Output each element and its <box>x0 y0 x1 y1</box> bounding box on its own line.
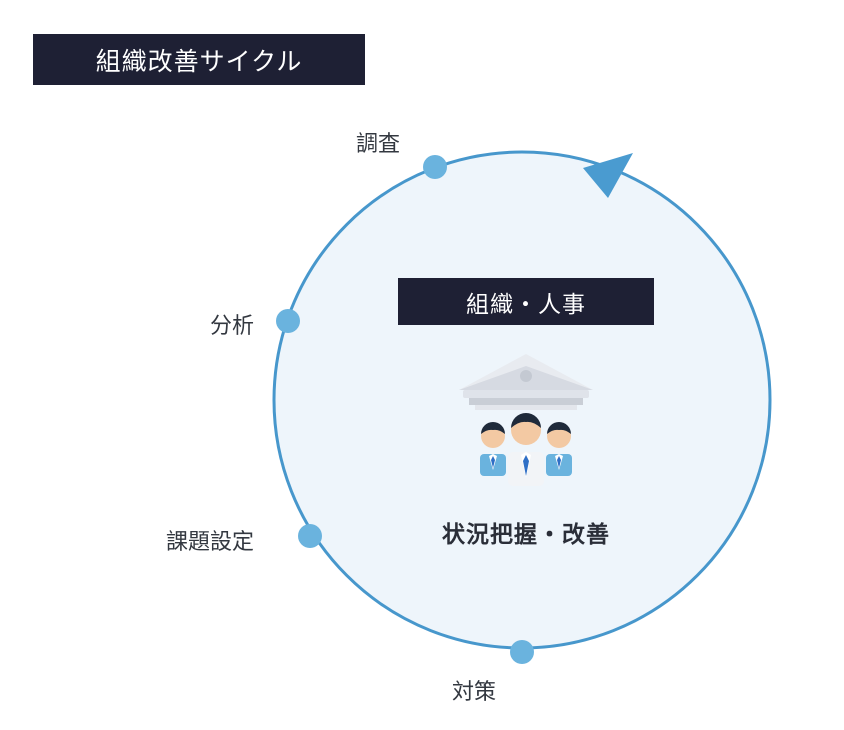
organization-icon <box>459 354 593 486</box>
step-label-survey: 調査 <box>356 132 401 157</box>
direction-arrow-icon <box>583 153 633 198</box>
team-people-icon <box>480 413 572 486</box>
node-survey <box>423 155 447 179</box>
step-label-countermeasure: 対策 <box>452 680 497 705</box>
step-label-issue-setting: 課題設定 <box>166 530 255 555</box>
government-building-icon <box>459 354 593 410</box>
node-countermeasure <box>510 640 534 664</box>
node-issue-setting <box>298 524 322 548</box>
node-analysis <box>276 309 300 333</box>
step-label-analysis: 分析 <box>210 314 255 339</box>
center-label: 組織・人事 <box>398 278 654 325</box>
page-title: 組織改善サイクル <box>33 34 365 85</box>
center-caption: 状況把握・改善 <box>442 522 610 548</box>
